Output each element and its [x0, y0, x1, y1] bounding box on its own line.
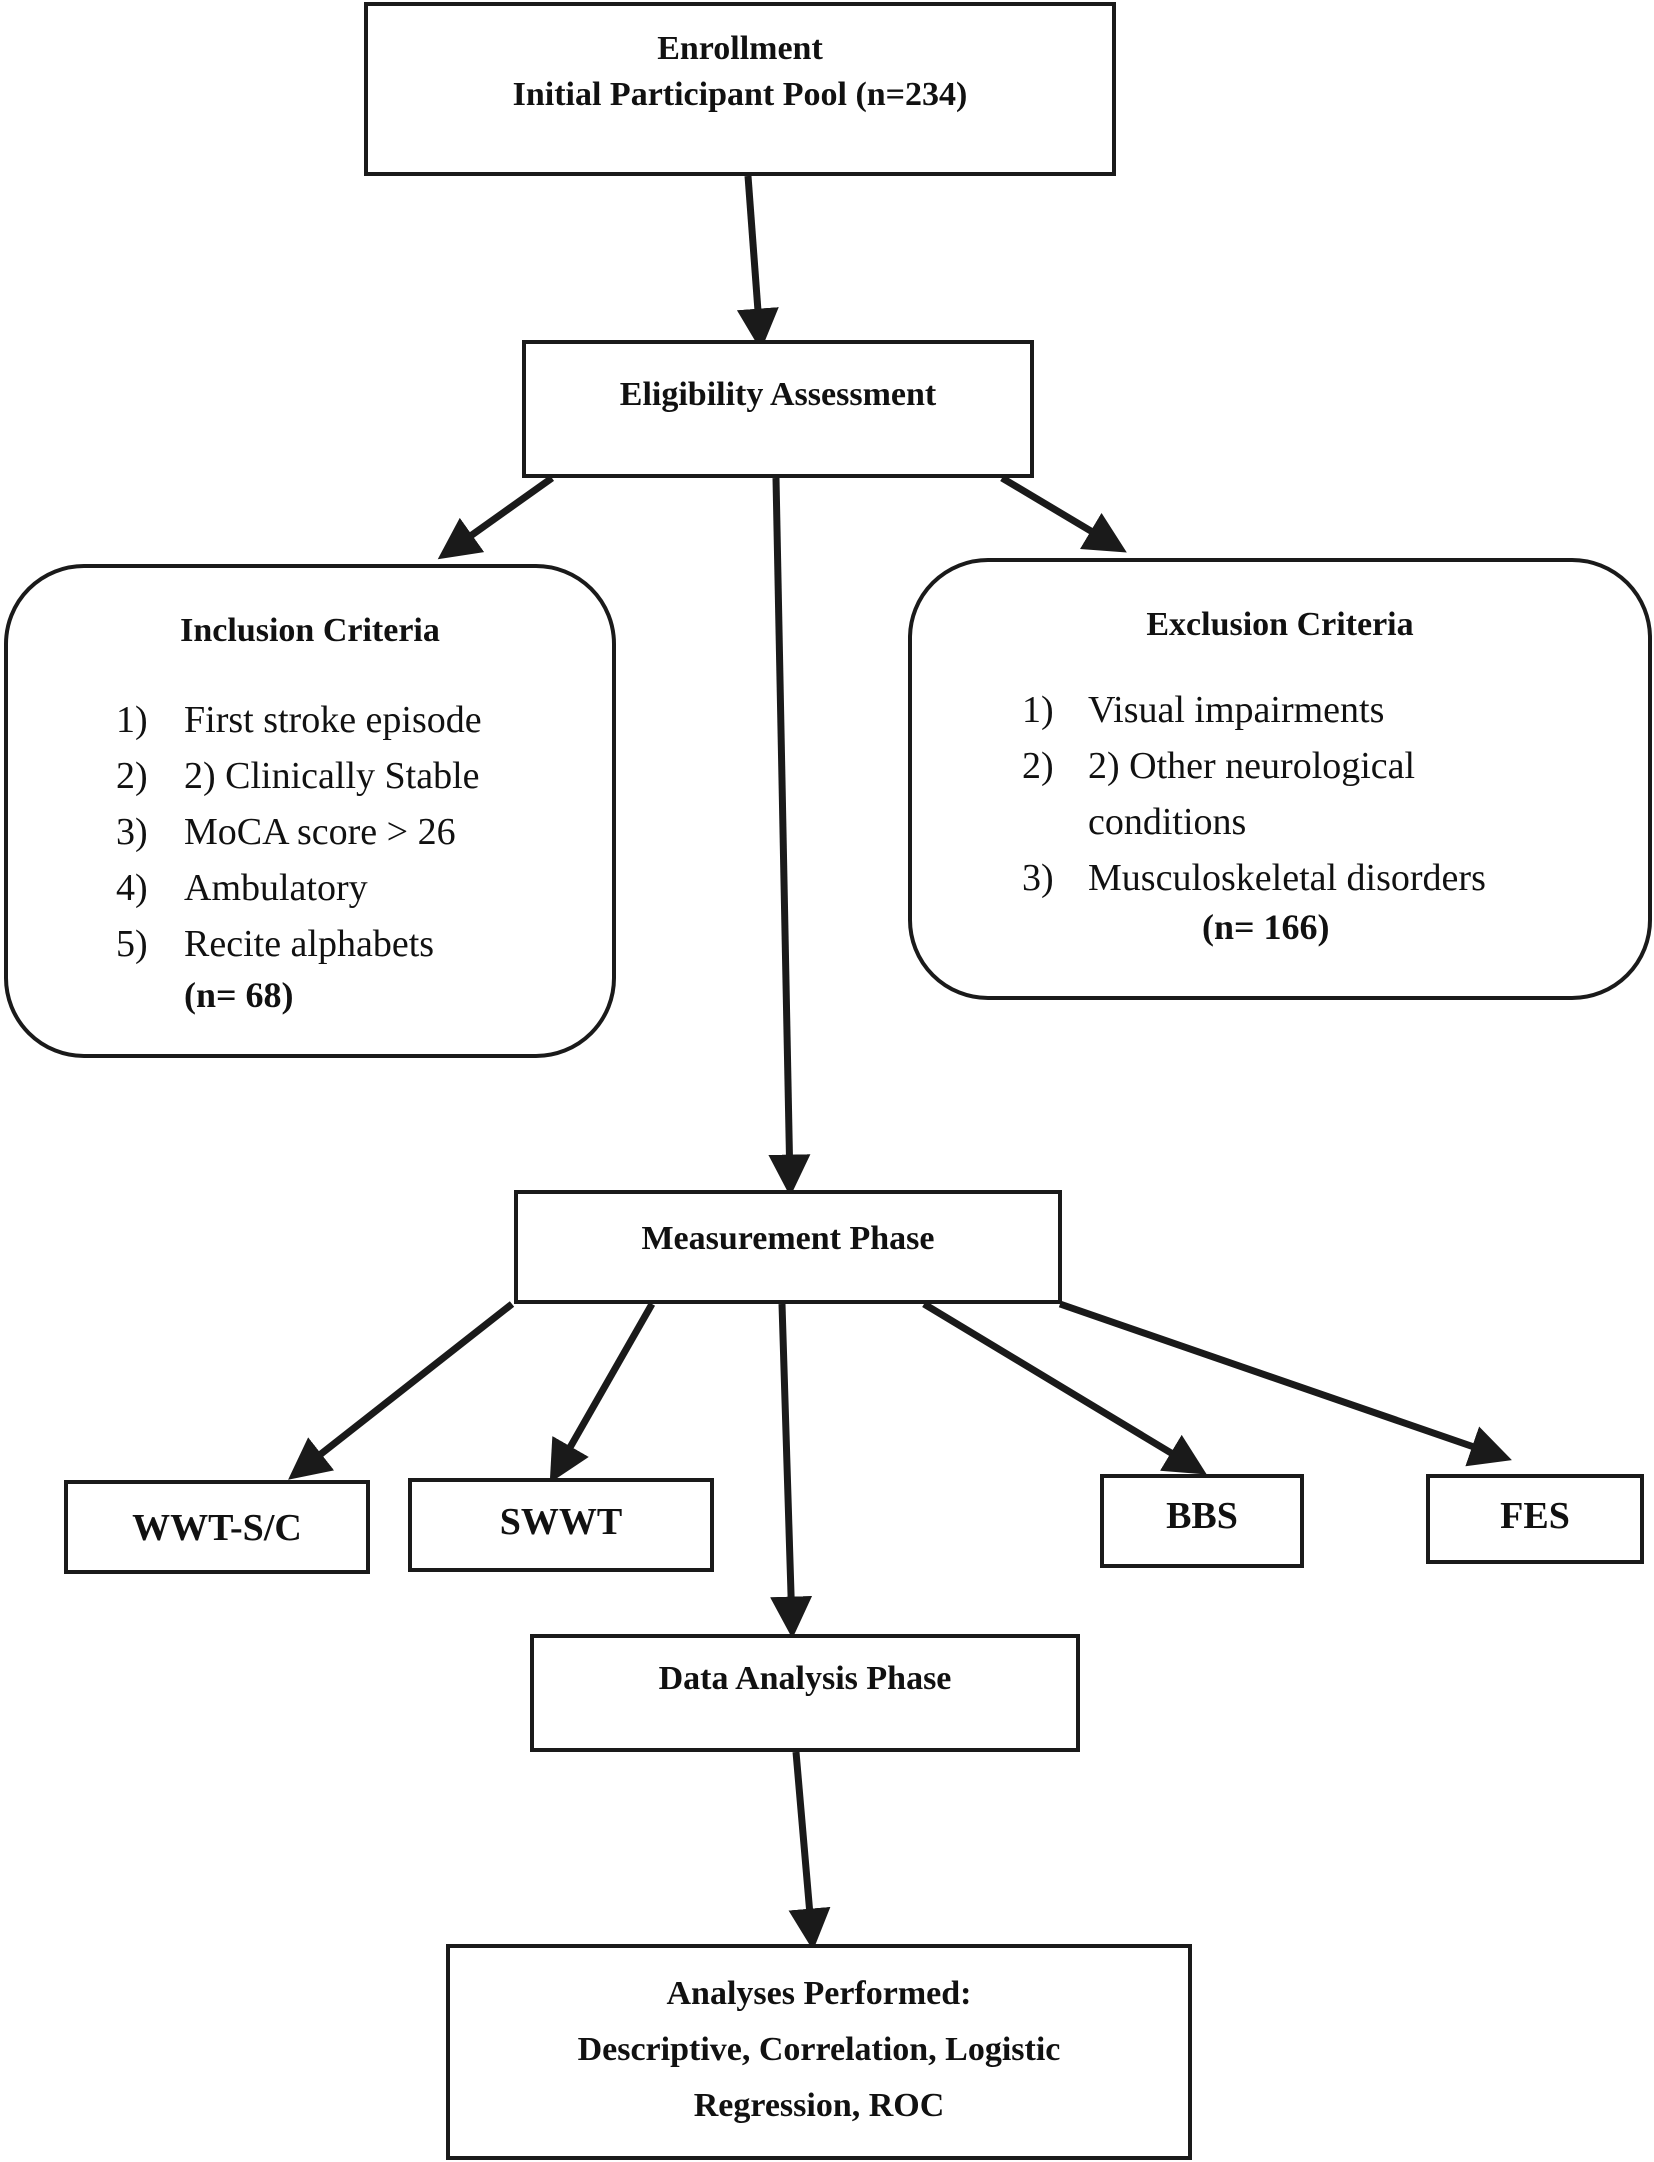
- arrow-measurement-to-bbs: [922, 1301, 1207, 1475]
- initial-pool-label: Initial Participant Pool (n=234): [512, 76, 968, 113]
- inclusion-item-number: 5): [116, 923, 148, 965]
- arrow-measurement-to-swwt: [549, 1302, 656, 1483]
- inclusion-title: Inclusion Criteria: [180, 612, 440, 649]
- exclusion-count: (n= 166): [1202, 907, 1330, 947]
- inclusion-item-number: 2): [116, 755, 148, 797]
- exclusion-item-number: 2): [1022, 745, 1054, 787]
- eligibility-label: Eligibility Assessment: [619, 376, 937, 413]
- arrow-enrollment-to-eligibility: [736, 175, 779, 351]
- enrollment-label: Enrollment: [657, 30, 823, 67]
- exclusion-item: 1) Visual impairments: [1022, 682, 1622, 738]
- bbs-label: BBS: [1166, 1495, 1238, 1537]
- swwt-box: SWWT: [408, 1478, 714, 1572]
- inclusion-item-text: MoCA score > 26: [184, 811, 456, 853]
- analyses-list-line-1: Descriptive, Correlation, Logistic: [577, 2031, 1061, 2068]
- fes-label: FES: [1500, 1495, 1570, 1537]
- inclusion-list: 1) First stroke episode 2) 2) Clinically…: [116, 692, 596, 972]
- eligibility-box: Eligibility Assessment: [522, 340, 1034, 478]
- exclusion-item-text: Musculoskeletal disorders: [1088, 857, 1486, 899]
- inclusion-item-number: 4): [116, 867, 148, 909]
- arrow-measurement-to-fes: [1058, 1300, 1512, 1467]
- exclusion-item: 3) Musculoskeletal disorders: [1022, 850, 1622, 906]
- wwt-sc-label: WWT-S/C: [132, 1507, 302, 1549]
- inclusion-item-text: 2) Clinically Stable: [184, 755, 480, 797]
- inclusion-item-number: 3): [116, 811, 148, 853]
- inclusion-item-text: First stroke episode: [184, 699, 482, 741]
- inclusion-criteria-box: Inclusion Criteria 1) First stroke episo…: [4, 564, 616, 1058]
- exclusion-item-number: 3): [1022, 857, 1054, 899]
- arrow-measurement-to-wwt: [288, 1301, 515, 1480]
- data-analysis-phase-box: Data Analysis Phase: [530, 1634, 1080, 1752]
- exclusion-item: conditions: [1022, 794, 1622, 850]
- enrollment-box: Enrollment Initial Participant Pool (n=2…: [364, 2, 1116, 176]
- swwt-label: SWWT: [499, 1501, 623, 1543]
- data-analysis-phase-label: Data Analysis Phase: [658, 1660, 952, 1697]
- measurement-phase-label: Measurement Phase: [641, 1220, 935, 1257]
- arrow-eligibility-to-inclusion: [437, 475, 555, 560]
- bbs-box: BBS: [1100, 1474, 1304, 1568]
- inclusion-item: 1) First stroke episode: [116, 692, 596, 748]
- inclusion-count: (n= 68): [184, 975, 294, 1015]
- inclusion-item-text: Recite alphabets: [184, 923, 435, 965]
- inclusion-item-number: 1): [116, 699, 148, 741]
- inclusion-item: 3) MoCA score > 26: [116, 804, 596, 860]
- exclusion-item: 2) 2) Other neurological: [1022, 738, 1622, 794]
- analyses-performed-label: Analyses Performed:: [666, 1975, 972, 2012]
- arrow-analysis-phase-to-analyses: [788, 1751, 831, 1951]
- arrow-eligibility-to-exclusion: [1000, 474, 1127, 553]
- analyses-list-line-2: Regression, ROC: [693, 2087, 945, 2124]
- wwt-sc-box: WWT-S/C: [64, 1480, 370, 1574]
- arrow-eligibility-to-measurement: [768, 477, 811, 1197]
- exclusion-criteria-box: Exclusion Criteria 1) Visual impairments…: [908, 558, 1652, 1000]
- exclusion-item-text: Visual impairments: [1088, 689, 1385, 731]
- inclusion-item: 5) Recite alphabets: [116, 916, 596, 972]
- arrow-measurement-to-analysis-phase: [770, 1303, 813, 1639]
- measurement-phase-box: Measurement Phase: [514, 1190, 1062, 1304]
- exclusion-item-text: 2) Other neurological: [1088, 745, 1416, 787]
- inclusion-item-text: Ambulatory: [184, 867, 368, 909]
- analyses-performed-box: Analyses Performed: Descriptive, Correla…: [446, 1944, 1192, 2160]
- exclusion-title: Exclusion Criteria: [1146, 606, 1414, 643]
- inclusion-item: 4) Ambulatory: [116, 860, 596, 916]
- exclusion-item-text: conditions: [1088, 801, 1247, 843]
- exclusion-list: 1) Visual impairments 2) 2) Other neurol…: [1022, 682, 1622, 906]
- fes-box: FES: [1426, 1474, 1644, 1564]
- inclusion-item: 2) 2) Clinically Stable: [116, 748, 596, 804]
- exclusion-item-number: 1): [1022, 689, 1054, 731]
